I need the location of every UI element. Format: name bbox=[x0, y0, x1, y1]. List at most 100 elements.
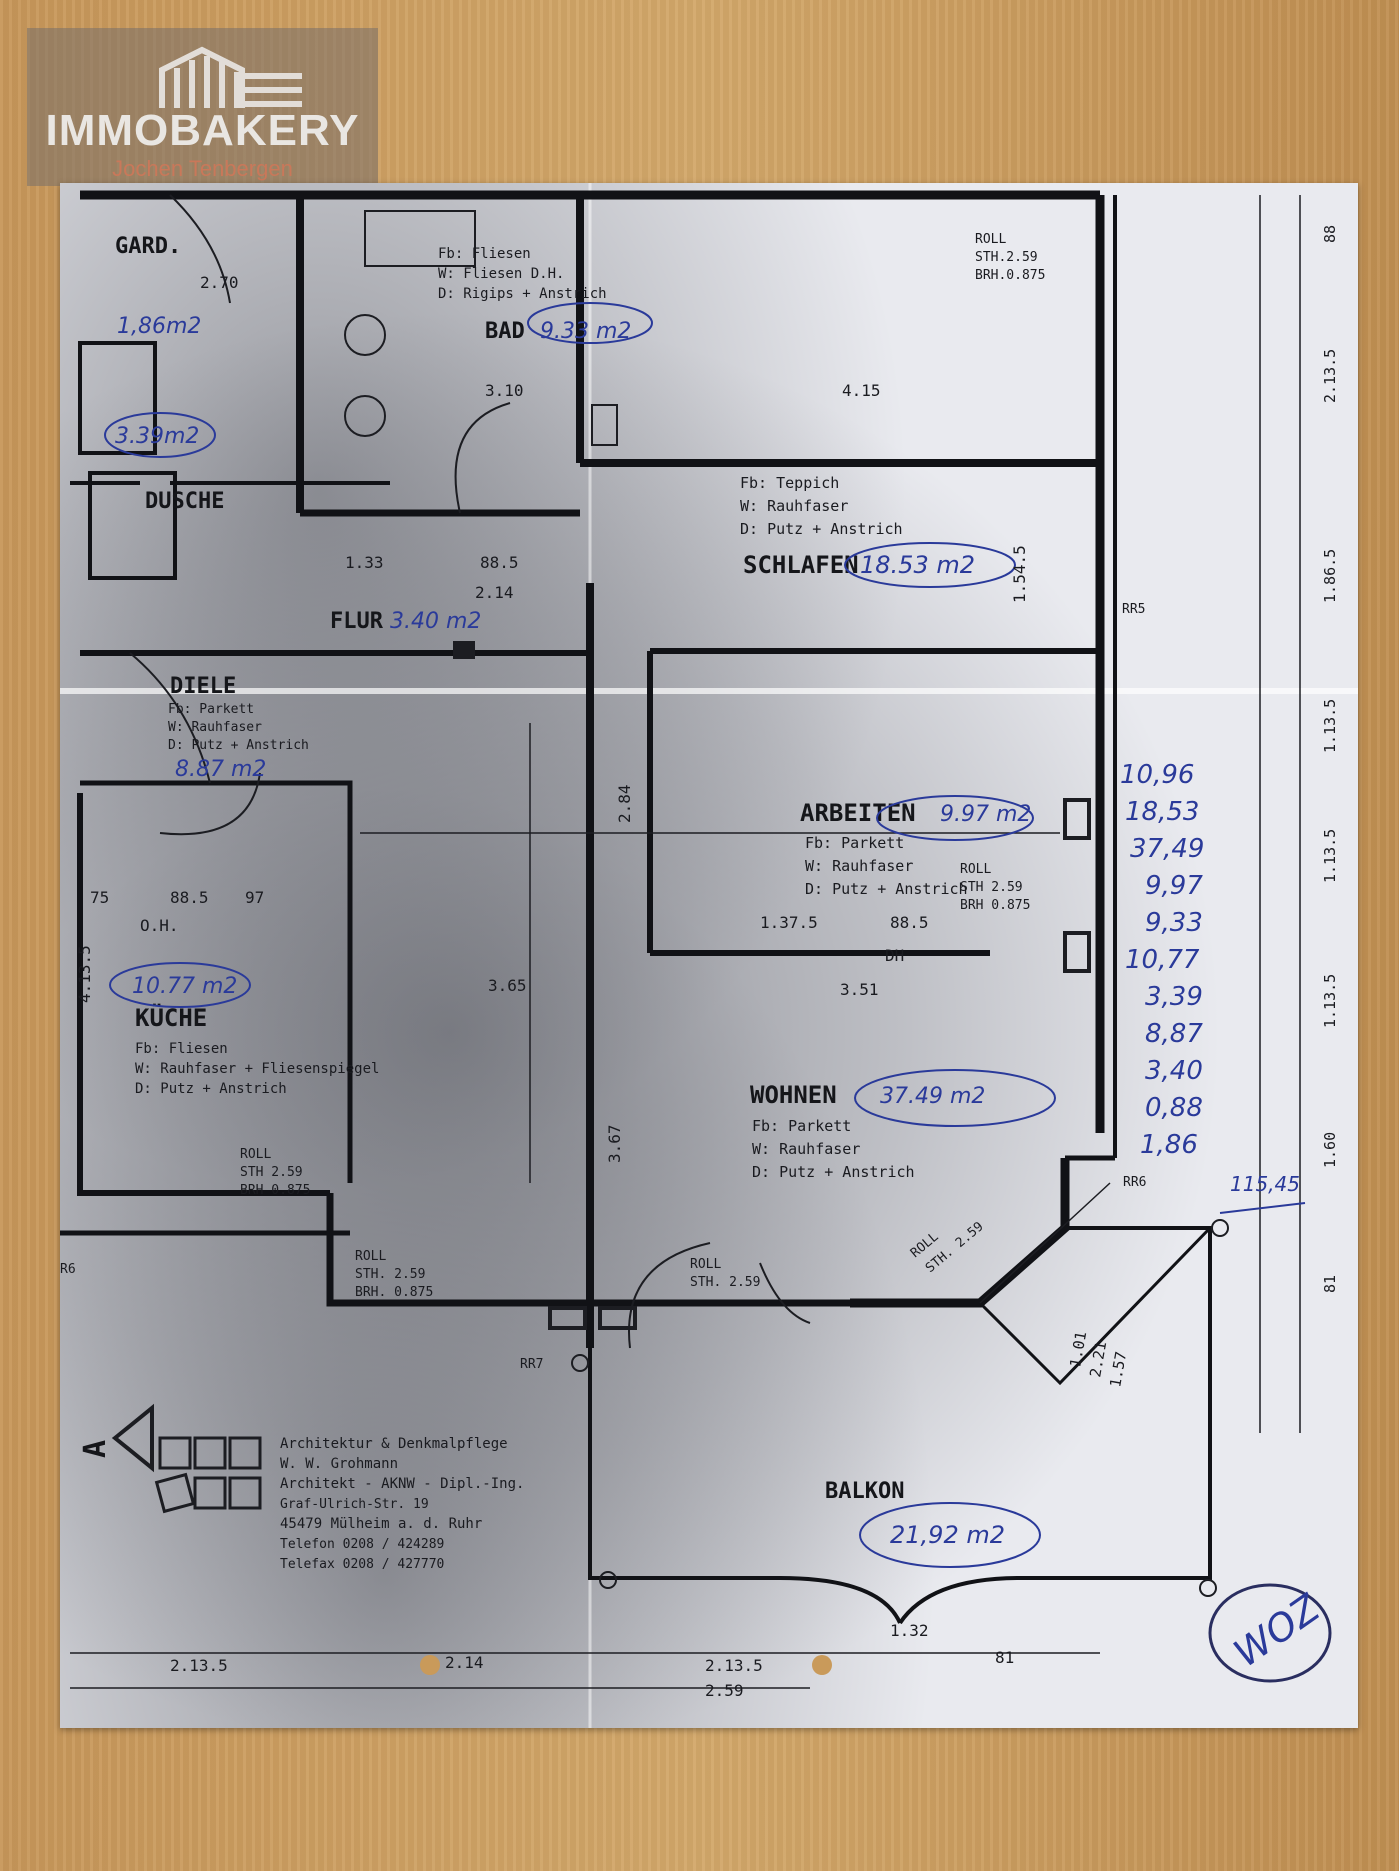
note-diele-2: STH. 2.59 bbox=[355, 1267, 425, 1282]
finish-schlafen-1: Fb: Teppich bbox=[740, 474, 839, 492]
dim-flur-d1: 1.33 bbox=[345, 553, 384, 572]
dim-bottom-2: 2.14 bbox=[445, 1653, 484, 1672]
note-kueche-2: STH 2.59 bbox=[240, 1165, 303, 1180]
dim-oh: O.H. bbox=[140, 916, 179, 935]
finish-wohnen-2: W: Rauhfaser bbox=[752, 1140, 860, 1158]
finish-kueche-1: Fb: Fliesen bbox=[135, 1041, 228, 1057]
dim-rr5: RR5 bbox=[1122, 602, 1145, 617]
sum-line-2: 18,53 bbox=[1125, 797, 1199, 827]
finish-kueche-3: D: Putz + Anstrich bbox=[135, 1081, 287, 1097]
dimension-lines bbox=[70, 195, 1301, 1689]
finish-bad-1: Fb: Fliesen bbox=[438, 246, 531, 262]
walls bbox=[60, 190, 1212, 1625]
woz-circle bbox=[1208, 1583, 1332, 1683]
shafts bbox=[453, 641, 1091, 1330]
note-schlafen-2: STH.2.59 bbox=[975, 250, 1038, 265]
dim-right-8: 81 bbox=[1321, 1275, 1339, 1293]
note-kueche-1: ROLL bbox=[240, 1147, 271, 1162]
architect-stamp: A Architektur & Denkmalpflege W. W. Groh… bbox=[78, 1403, 524, 1572]
sum-total: 115,45 bbox=[1230, 1172, 1300, 1196]
stamp-line-5: 45479 Mülheim a. d. Ruhr bbox=[280, 1516, 482, 1532]
dim-bay-2: 2.21 bbox=[1086, 1340, 1110, 1379]
area-flur: 3.40 m2 bbox=[390, 609, 481, 634]
sum-line-4: 9,97 bbox=[1145, 871, 1203, 901]
area-dusche: 3.39m2 bbox=[115, 424, 199, 449]
note-wohnen-door-1: ROLL bbox=[690, 1257, 721, 1272]
dim-right-5: 1.13.5 bbox=[1321, 829, 1339, 883]
sum-line-7: 3,39 bbox=[1145, 982, 1203, 1012]
finish-schlafen-3: D: Putz + Anstrich bbox=[740, 520, 903, 538]
sum-line-5: 9,33 bbox=[1145, 908, 1203, 938]
area-gard: 1,86m2 bbox=[117, 314, 201, 339]
finish-arbeiten-2: W: Rauhfaser bbox=[805, 857, 913, 875]
floor-plan: GARD. 1,86m2 BAD 9.33 m2 Fb: Fliesen W: … bbox=[60, 183, 1358, 1728]
dim-gard-w: 2.70 bbox=[200, 273, 239, 292]
dim-right-6: 1.13.5 bbox=[1321, 974, 1339, 1028]
sum-line-11: 1,86 bbox=[1140, 1130, 1198, 1160]
dim-kueche-h: 4.13.5 bbox=[75, 945, 94, 1003]
dim-rr7: RR7 bbox=[520, 1357, 543, 1372]
dim-bottom-4: 2.59 bbox=[705, 1681, 744, 1700]
area-kueche: 10.77 m2 bbox=[132, 974, 237, 999]
floor-plan-sheet: GARD. 1,86m2 BAD 9.33 m2 Fb: Fliesen W: … bbox=[60, 183, 1358, 1728]
room-balkon: BALKON bbox=[825, 1479, 904, 1504]
finish-diele-2: W: Rauhfaser bbox=[168, 720, 262, 735]
dim-r6: R6 bbox=[60, 1262, 76, 1277]
punch-hole bbox=[812, 1655, 832, 1675]
sum-line-10: 0,88 bbox=[1145, 1093, 1203, 1123]
stamp-line-7: Telefax 0208 / 427770 bbox=[280, 1557, 444, 1572]
dim-arbeiten-w: 3.51 bbox=[840, 980, 879, 999]
sum-line-9: 3,40 bbox=[1145, 1056, 1203, 1086]
dim-schlafen-w: 4.15 bbox=[842, 381, 881, 400]
finish-bad-3: D: Rigips + Anstrich bbox=[438, 286, 607, 302]
dim-right-3: 1.86.5 bbox=[1321, 549, 1339, 603]
dim-bottom-3: 2.13.5 bbox=[705, 1656, 763, 1675]
room-wohnen: WOHNEN bbox=[750, 1081, 837, 1109]
logo-name: IMMOBAKERY bbox=[45, 106, 360, 155]
dim-right-7: 1.60 bbox=[1321, 1132, 1339, 1168]
logo-subtitle: Jochen Tenbergen bbox=[112, 156, 293, 181]
room-flur: FLUR bbox=[330, 609, 384, 634]
note-schlafen-1: ROLL bbox=[975, 232, 1006, 247]
stamp-logo bbox=[154, 1436, 262, 1514]
sum-line-1: 10,96 bbox=[1120, 760, 1194, 790]
finish-arbeiten-3: D: Putz + Anstrich bbox=[805, 880, 968, 898]
dim-wohnen-w: 3.65 bbox=[488, 976, 527, 995]
stamp-line-1: Architektur & Denkmalpflege bbox=[280, 1436, 508, 1452]
finish-diele-1: Fb: Parkett bbox=[168, 702, 254, 717]
dim-right-4: 1.13.5 bbox=[1321, 699, 1339, 753]
room-schlafen: SCHLAFEN bbox=[743, 551, 859, 579]
sanitary bbox=[344, 210, 1229, 1597]
stamp-line-2: W. W. Grohmann bbox=[280, 1456, 398, 1472]
sum-line-6: 10,77 bbox=[1125, 945, 1200, 975]
handwritten-sum: 10,96 18,53 37,49 9,97 9,33 10,77 3,39 8… bbox=[1120, 760, 1332, 1683]
punch-hole bbox=[420, 1655, 440, 1675]
dim-right-1: 88 bbox=[1321, 225, 1339, 243]
dim-wohnen-h: 3.67 bbox=[605, 1124, 624, 1163]
dim-right-2: 2.13.5 bbox=[1321, 349, 1339, 403]
dim-arbeiten-h: 2.84 bbox=[615, 784, 634, 823]
area-schlafen: 18.53 m2 bbox=[860, 551, 975, 579]
note-wohnen-door-2: STH. 2.59 bbox=[690, 1275, 760, 1290]
area-balkon: 21,92 m2 bbox=[890, 1521, 1005, 1549]
finish-arbeiten-1: Fb: Parkett bbox=[805, 834, 904, 852]
dim-bay-3: 1.57 bbox=[1106, 1350, 1130, 1389]
note-schlafen-3: BRH.0.875 bbox=[975, 268, 1045, 283]
area-diele: 8.87 m2 bbox=[175, 757, 266, 782]
room-dusche: DUSCHE bbox=[145, 489, 224, 514]
dim-arbeiten-d2: 88.5 bbox=[890, 913, 929, 932]
doors bbox=[129, 194, 811, 1349]
marker-a: A bbox=[78, 1440, 113, 1458]
sum-line-3: 37,49 bbox=[1130, 834, 1204, 864]
area-wohnen: 37.49 m2 bbox=[880, 1084, 985, 1109]
stamp-line-3: Architekt - AKNW - Dipl.-Ing. bbox=[280, 1476, 524, 1492]
room-diele: DIELE bbox=[170, 674, 236, 699]
dim-dh: DH bbox=[885, 946, 904, 965]
stamp-line-6: Telefon 0208 / 424289 bbox=[280, 1537, 444, 1552]
area-arbeiten: 9.97 m2 bbox=[940, 802, 1031, 827]
note-arbeiten-1: ROLL bbox=[960, 862, 991, 877]
finish-kueche-2: W: Rauhfaser + Fliesenspiegel bbox=[135, 1061, 379, 1077]
dim-bottom-1: 2.13.5 bbox=[170, 1656, 228, 1675]
dim-bad-w: 3.10 bbox=[485, 381, 524, 400]
note-diele-1: ROLL bbox=[355, 1249, 386, 1264]
